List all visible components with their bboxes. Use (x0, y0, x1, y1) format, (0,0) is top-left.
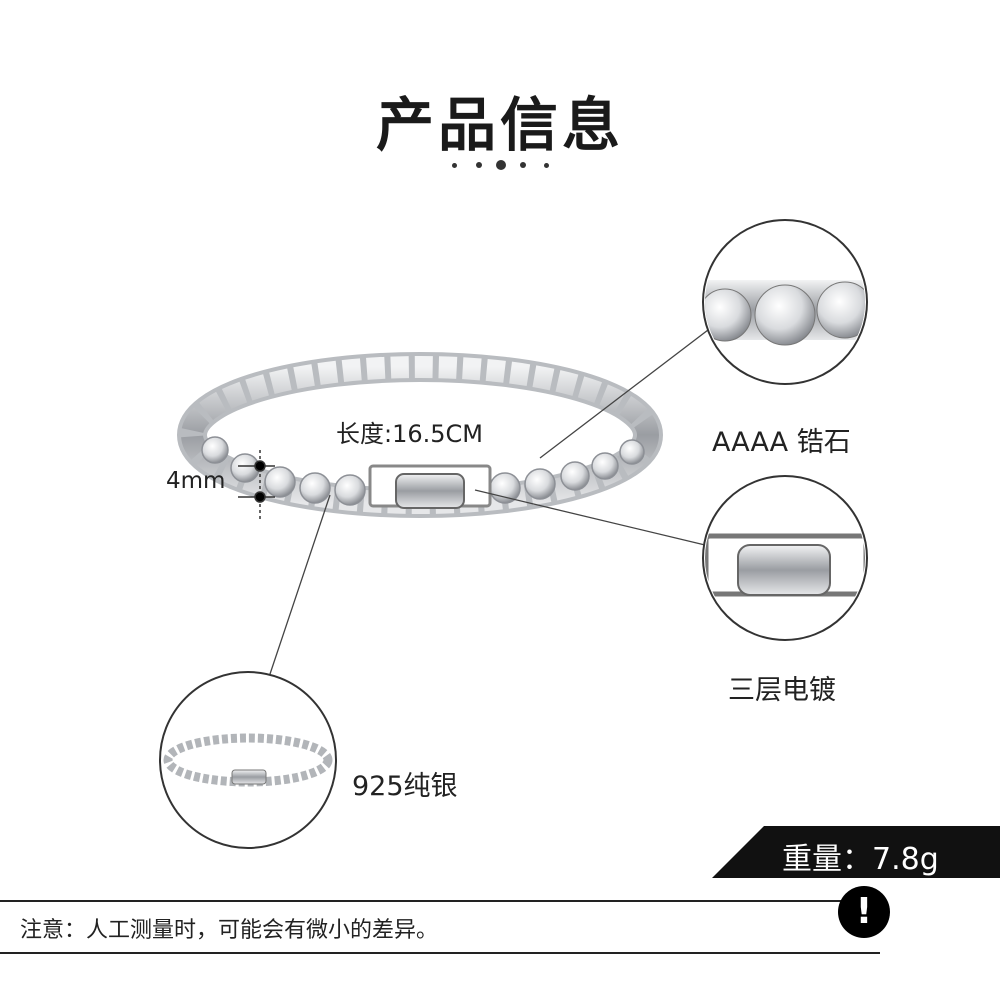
zircon-detail-circle (702, 219, 868, 385)
note-text: 注意：人工测量时，可能会有微小的差异。 (20, 918, 439, 943)
zircon-label: AAAA 锆石 (712, 427, 851, 458)
width-marker (238, 450, 275, 520)
silver-detail-circle (159, 671, 337, 849)
width-label: 4mm (166, 468, 226, 494)
leader-lines (267, 329, 709, 681)
weight-banner (712, 826, 1000, 878)
length-label: 长度:16.5CM (336, 420, 483, 448)
silver-label: 925纯银 (352, 771, 458, 802)
page-title: 产品信息 (375, 91, 624, 159)
clasp-detail-circle (702, 475, 868, 641)
bracelet-image (177, 352, 663, 518)
title-dot-divider (440, 155, 560, 175)
weight-text: 重量：7.8g (782, 842, 939, 877)
warning-icon: ! (838, 886, 890, 938)
plating-label: 三层电镀 (728, 675, 836, 706)
note-box (0, 900, 880, 954)
